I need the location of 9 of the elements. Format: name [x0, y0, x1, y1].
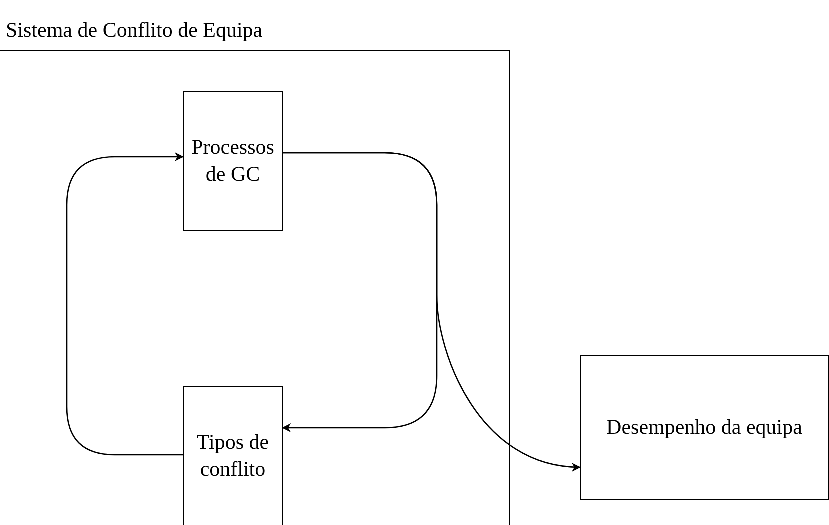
process-box — [580, 355, 829, 500]
curved-arrow — [283, 152, 581, 472]
box-label: Desempenho da equipa — [606, 414, 804, 441]
process-box — [183, 386, 283, 525]
box-label: Processos de GC — [190, 134, 276, 188]
frame-heading: Sistema de Conflito de Equipa — [6, 17, 263, 44]
box-label: Tipos de conflito — [196, 428, 270, 483]
process-box — [183, 91, 283, 231]
curved-arrow — [66, 152, 184, 456]
